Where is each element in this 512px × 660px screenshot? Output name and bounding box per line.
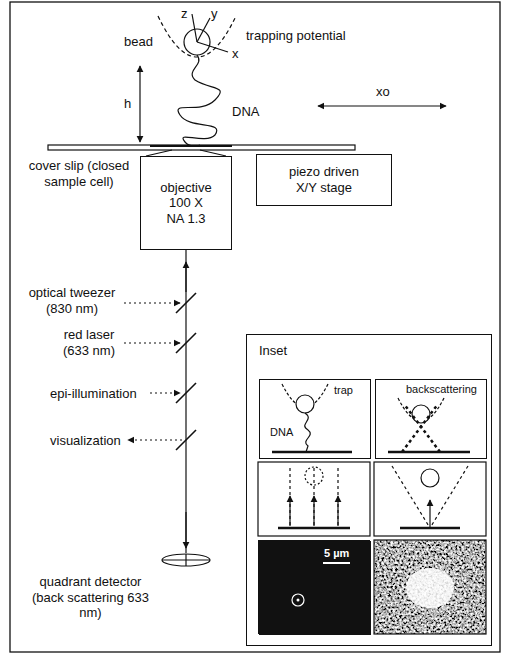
part-label: quadrant detector (back scattering 633 n… [28, 574, 153, 621]
inset-trap-sketch [272, 384, 352, 452]
beam-label: optical tweezer (830 nm) [22, 285, 122, 316]
optical-path [124, 250, 196, 553]
inset-cone-sketch [374, 462, 486, 536]
panel-label: DNA [270, 426, 293, 439]
trap-panel: trapDNA [259, 379, 371, 459]
beam-label: red laser (633 nm) [58, 327, 120, 358]
inset-ray-sketch [258, 462, 370, 536]
bead-and-trap [158, 14, 236, 146]
dimension-arrows [140, 66, 446, 142]
beam-label: epi-illumination [50, 386, 137, 402]
inset-backscatter-sketch [388, 398, 470, 452]
part-label: cover slip (closed sample cell) [20, 158, 138, 189]
dimension-label: xo [376, 84, 390, 100]
inset-panel: Inset trapDNA backscattering 5 µm [246, 334, 492, 646]
panel-heading: Inset [259, 343, 287, 359]
axis-label: x [232, 46, 239, 62]
component-label: piezo driven X/Y stage [283, 164, 365, 195]
micrograph-panel: 5 µm [259, 541, 371, 635]
axis-label: y [211, 6, 218, 22]
backscatter-panel: backscattering [375, 379, 487, 459]
panel-label: backscattering [406, 383, 477, 396]
part-label: DNA [232, 104, 259, 120]
part-label: trapping potential [246, 28, 346, 44]
inset-micrograph [258, 540, 370, 634]
figure-frame [10, 2, 500, 652]
axis-label: z [181, 6, 188, 22]
beam-label: visualization [50, 433, 121, 449]
part-label: bead [124, 34, 153, 50]
panel-label: trap [334, 384, 353, 397]
dimension-label: h [124, 96, 131, 112]
inset-speckle-image [374, 540, 486, 634]
quadrant-detector-symbol [162, 554, 210, 566]
objective-box: objective 100 X NA 1.3 [140, 156, 232, 250]
stage-box: piezo driven X/Y stage [256, 154, 392, 206]
scale-label: 5 µm [324, 547, 349, 560]
component-label: objective 100 X NA 1.3 [159, 180, 213, 227]
